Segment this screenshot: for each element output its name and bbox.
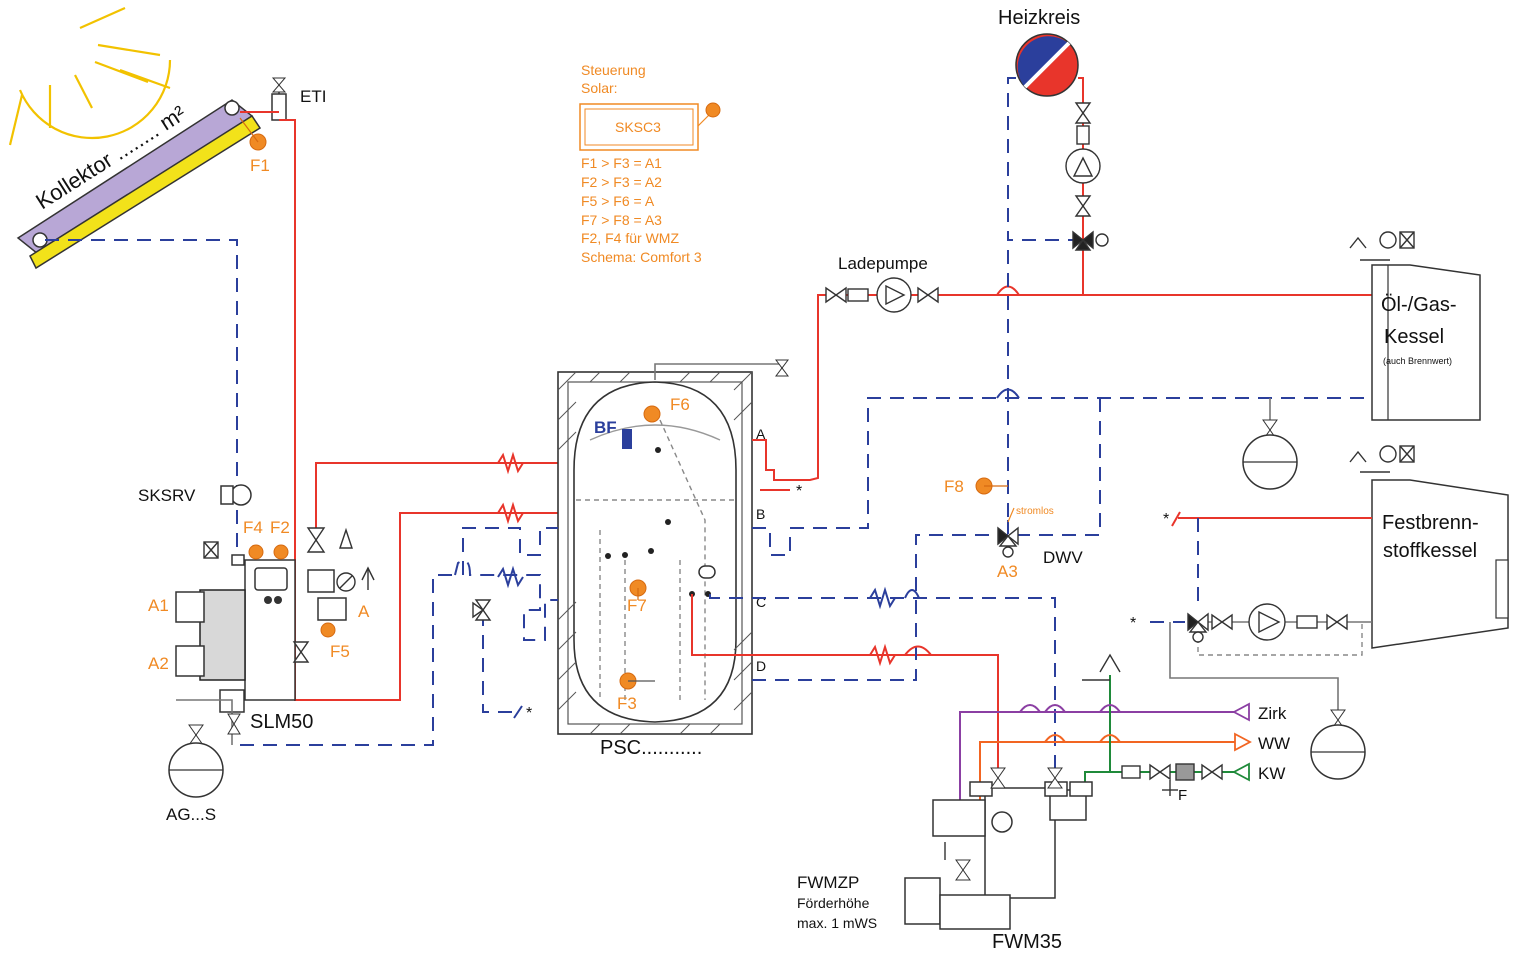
stromlos-label: stromlos [1016,506,1054,517]
fwm35-station [904,767,1093,930]
sensor-f2 [273,544,289,560]
festbrenn-label-2: stoffkessel [1383,540,1477,562]
sensor-f5-label: F5 [330,642,350,661]
eti-air-vent [271,77,287,121]
zirk-label: Zirk [1258,704,1287,723]
pump-a2-label: A2 [148,654,169,673]
max-mws-label: max. 1 mWS [797,915,877,931]
festbrenn-return-star: * [1130,615,1136,632]
solar-return-pipe-upper [45,239,238,490]
slm50-label: SLM50 [250,711,313,733]
tank-a-star: * [796,483,802,500]
boiler-return-pipe [752,397,1375,556]
sensor-f6-label: F6 [670,395,690,414]
kw-label: KW [1258,764,1285,783]
sensor-f2-label: F2 [270,518,290,537]
sensor-f4 [248,544,264,560]
oel-gas-kessel [1371,264,1481,421]
safety-group-icon [203,527,375,663]
control-rules: F1 > F3 = A1 F2 > F3 = A2 F5 > F6 = A F7… [581,155,702,265]
ww-pipe [979,741,1235,800]
oel-gas-note: (auch Brennwert) [1383,356,1452,366]
sensor-f7-label: F7 [627,596,647,615]
fwm-return-pipe [709,594,1056,770]
festbrenn-pump-group [1187,603,1348,643]
fwm35-label: FWM35 [992,931,1062,953]
heizkreis-pump-group [1065,102,1109,251]
port-c-label: C [756,594,766,610]
boiler-safety-group-upper [1349,231,1415,261]
a3-label: A3 [997,562,1018,581]
heizkreis-flow-pipe [1078,77,1084,295]
dwv-mixing-valve-icon [997,526,1019,558]
rule-1: F1 > F3 = A1 [581,155,662,171]
oel-gas-label-2: Kessel [1384,326,1444,348]
eti-label: ETI [300,87,326,106]
rule-3: F5 > F6 = A [581,193,655,209]
solar-flow-pipe [279,119,668,701]
sensor-f3-label: F3 [617,694,637,713]
sensor-f1-label: F1 [250,156,270,175]
pump-a2 [175,645,205,677]
rule-6: Schema: Comfort 3 [581,249,702,265]
heat-exchanger-mid [497,501,524,525]
dwv-label: DWV [1043,548,1083,567]
filter-f-label: F [1178,787,1187,804]
festbrennstoffkessel [1371,479,1509,649]
slm50-station [175,554,347,713]
dwv-bypass-pipe [1007,398,1101,536]
heat-exchanger-upper [497,451,524,475]
bf-label: BF [594,418,617,437]
boiler-load-pipe [752,294,1375,481]
pump-a1 [175,591,205,623]
sksrv-label: SKSRV [138,486,196,505]
fwmzp-label: FWMZP [797,873,859,892]
tank-drain-star: * [526,705,532,722]
steuerung-label-2: Solar: [581,80,618,96]
heizkreis-label: Heizkreis [998,7,1080,29]
sensor-f8-label: F8 [944,477,964,496]
ww-label: WW [1258,734,1290,753]
storage-tank-psc [557,371,753,735]
collector-return-port [32,232,48,248]
heizkreis-return-pipe [1007,77,1075,241]
ladepumpe-icon [825,277,939,313]
zirk-pipe [959,711,1235,800]
dwv-return-pipe [752,534,1008,681]
collector [16,99,262,270]
sensor-f5 [320,622,336,638]
foerderhoehe-label: Förderhöhe [797,895,870,911]
festbrenn-star: * [1163,511,1169,528]
rule-4: F7 > F8 = A3 [581,212,662,228]
sensor-f6 [643,405,661,423]
kw-fitting-group [1082,653,1223,796]
rule-2: F2 > F3 = A2 [581,174,662,190]
bf-sensor-icon [622,429,632,449]
sun-icon [8,6,172,146]
sksc3-sensor-icon [705,102,721,118]
tank-mixing-valve-icon [472,599,492,621]
port-a-label: A [756,426,766,442]
heizkreis-radiator-icon [1015,33,1079,97]
ladepumpe-label: Ladepumpe [838,254,928,273]
ag-s-label: AG...S [166,805,216,824]
sensor-f4-label: F4 [243,518,263,537]
boiler-safety-group-lower [1349,445,1415,473]
festbrenn-label-1: Festbrenn- [1382,512,1479,534]
pump-a1-label: A1 [148,596,169,615]
heat-exchanger-blue [497,565,524,589]
collector-flow-port [224,100,240,116]
sksrv-icon [220,484,252,506]
valve-a-label: A [358,602,370,621]
psc-label: PSC........... [600,737,702,759]
port-b-label: B [756,506,765,522]
steuerung-label-1: Steuerung [581,62,646,78]
solar-return-pipe-lower [240,574,455,746]
rule-5: F2, F4 für WMZ [581,230,679,246]
oel-gas-label-1: Öl-/Gas- [1381,294,1457,316]
sksc3-label: SKSC3 [615,119,661,135]
port-d-label: D [756,658,766,674]
